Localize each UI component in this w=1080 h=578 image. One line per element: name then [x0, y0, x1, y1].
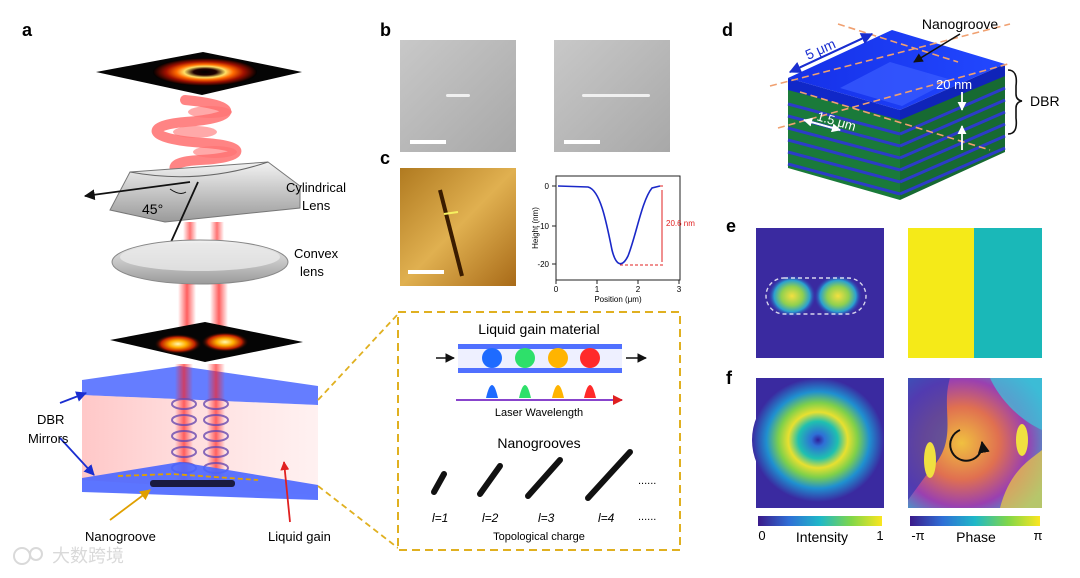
phase-colorbar — [910, 516, 1040, 526]
spot-right — [201, 332, 249, 352]
groove-region — [840, 62, 952, 106]
spot-left — [154, 334, 202, 354]
vortex-arrow — [949, 429, 990, 462]
gain-dot-orange — [548, 348, 568, 368]
phase-min: -π — [911, 528, 924, 543]
channel-bottom-wall — [458, 368, 622, 373]
panel-c: c 0 -10 -20 0 1 2 3 Position (μm) Height… — [380, 148, 695, 304]
top-dbr-mirror — [82, 366, 318, 405]
inset-box: Liquid gain material Laser Wavelength Na… — [397, 311, 681, 551]
wavelength-label: Laser Wavelength — [495, 407, 583, 419]
groove-l2 — [477, 463, 503, 497]
groove-l4 — [585, 449, 633, 501]
dbr-label-1: DBR — [37, 412, 64, 427]
phase-label: Phase — [956, 529, 996, 545]
panel-label-e: e — [726, 216, 736, 236]
panel-label-a: a — [22, 20, 33, 40]
ytick-0: 0 — [545, 182, 550, 191]
grooves-ellipsis: ...... — [638, 475, 656, 487]
panel-b: b — [380, 20, 670, 152]
phase-map-e-right — [974, 228, 1042, 358]
panel-label-f: f — [726, 368, 733, 388]
panel-label-d: d — [722, 20, 733, 40]
y-axis-label: Height (nm) — [531, 207, 540, 249]
charge-l4: l=4 — [598, 511, 615, 525]
charge-l2: l=2 — [482, 511, 499, 525]
axis-arrow-left — [83, 181, 191, 201]
profile-curve — [557, 185, 661, 265]
phase-map-e-left — [908, 228, 974, 358]
liquid-gain-label: Liquid gain — [268, 529, 331, 544]
cyl-lens-label-1: Cylindrical — [286, 180, 346, 195]
donut-beam-profile — [153, 58, 257, 86]
dbr-label-d: DBR — [1030, 93, 1060, 109]
groove-l3 — [525, 457, 563, 499]
gain-dot-red — [580, 348, 600, 368]
nanogroove-label-d: Nanogroove — [922, 16, 998, 32]
cylindrical-lens — [109, 161, 301, 223]
intensity-colorbar — [758, 516, 882, 526]
helical-beam — [151, 95, 242, 183]
angle-label: 45° — [142, 201, 163, 217]
nanogrooves-title: Nanogrooves — [497, 435, 580, 451]
panel-d: d 5 μm 1.5 μm 20 nm — [722, 16, 1060, 200]
scale-bar-b2 — [564, 140, 600, 144]
cyl-lens-label-2: Lens — [302, 198, 331, 213]
convex-lens-label-2: lens — [300, 264, 324, 279]
topological-charge-label: Topological charge — [493, 531, 585, 543]
depth-annotation: 20.6 nm — [666, 219, 695, 228]
dbr-label-2: Mirrors — [28, 431, 69, 446]
xtick-3: 3 — [677, 285, 682, 294]
gain-dot-green — [515, 348, 535, 368]
xtick-0: 0 — [554, 285, 559, 294]
phase-max: π — [1034, 528, 1043, 543]
charge-l3: l=3 — [538, 511, 555, 525]
afm-groove — [438, 189, 464, 277]
gain-dot-blue — [482, 348, 502, 368]
intensity-max: 1 — [876, 528, 883, 543]
depth-label: 20 nm — [936, 77, 972, 92]
x-axis-label: Position (μm) — [594, 295, 642, 304]
convex-lens-label-1: Convex — [294, 246, 339, 261]
panel-a: a 45° Cylindrical Lens Convex lens — [22, 20, 399, 549]
groove-l1 — [431, 471, 447, 495]
dbr-brace — [1007, 69, 1023, 135]
panel-f: f 0 Intensity 1 -π Phase π — [726, 368, 1043, 545]
nanogroove-strip — [150, 480, 235, 487]
inset-title: Liquid gain material — [478, 321, 599, 337]
nanogroove-label-a: Nanogroove — [85, 529, 156, 544]
watermark-logo-icon — [13, 547, 31, 565]
watermark-text: 大数跨境 — [52, 546, 124, 567]
xtick-1: 1 — [595, 285, 600, 294]
intensity-label: Intensity — [796, 529, 848, 545]
scale-bar-c — [408, 270, 444, 274]
watermark: 大数跨境 — [13, 546, 124, 567]
xtick-2: 2 — [636, 285, 641, 294]
panel-label-c: c — [380, 148, 390, 168]
intensity-min: 0 — [758, 528, 765, 543]
charges-ellipsis: ...... — [638, 511, 656, 523]
panel-e: e — [726, 216, 1042, 358]
channel-top-wall — [458, 344, 622, 349]
panel-label-b: b — [380, 20, 391, 40]
scale-bar-b1 — [410, 140, 446, 144]
height-profile-plot: 0 -10 -20 0 1 2 3 Position (μm) Height (… — [531, 175, 695, 304]
ytick-1: -10 — [537, 222, 549, 231]
charge-l1: l=1 — [432, 511, 448, 525]
ytick-2: -20 — [537, 260, 549, 269]
dbr-layers — [787, 86, 1006, 196]
